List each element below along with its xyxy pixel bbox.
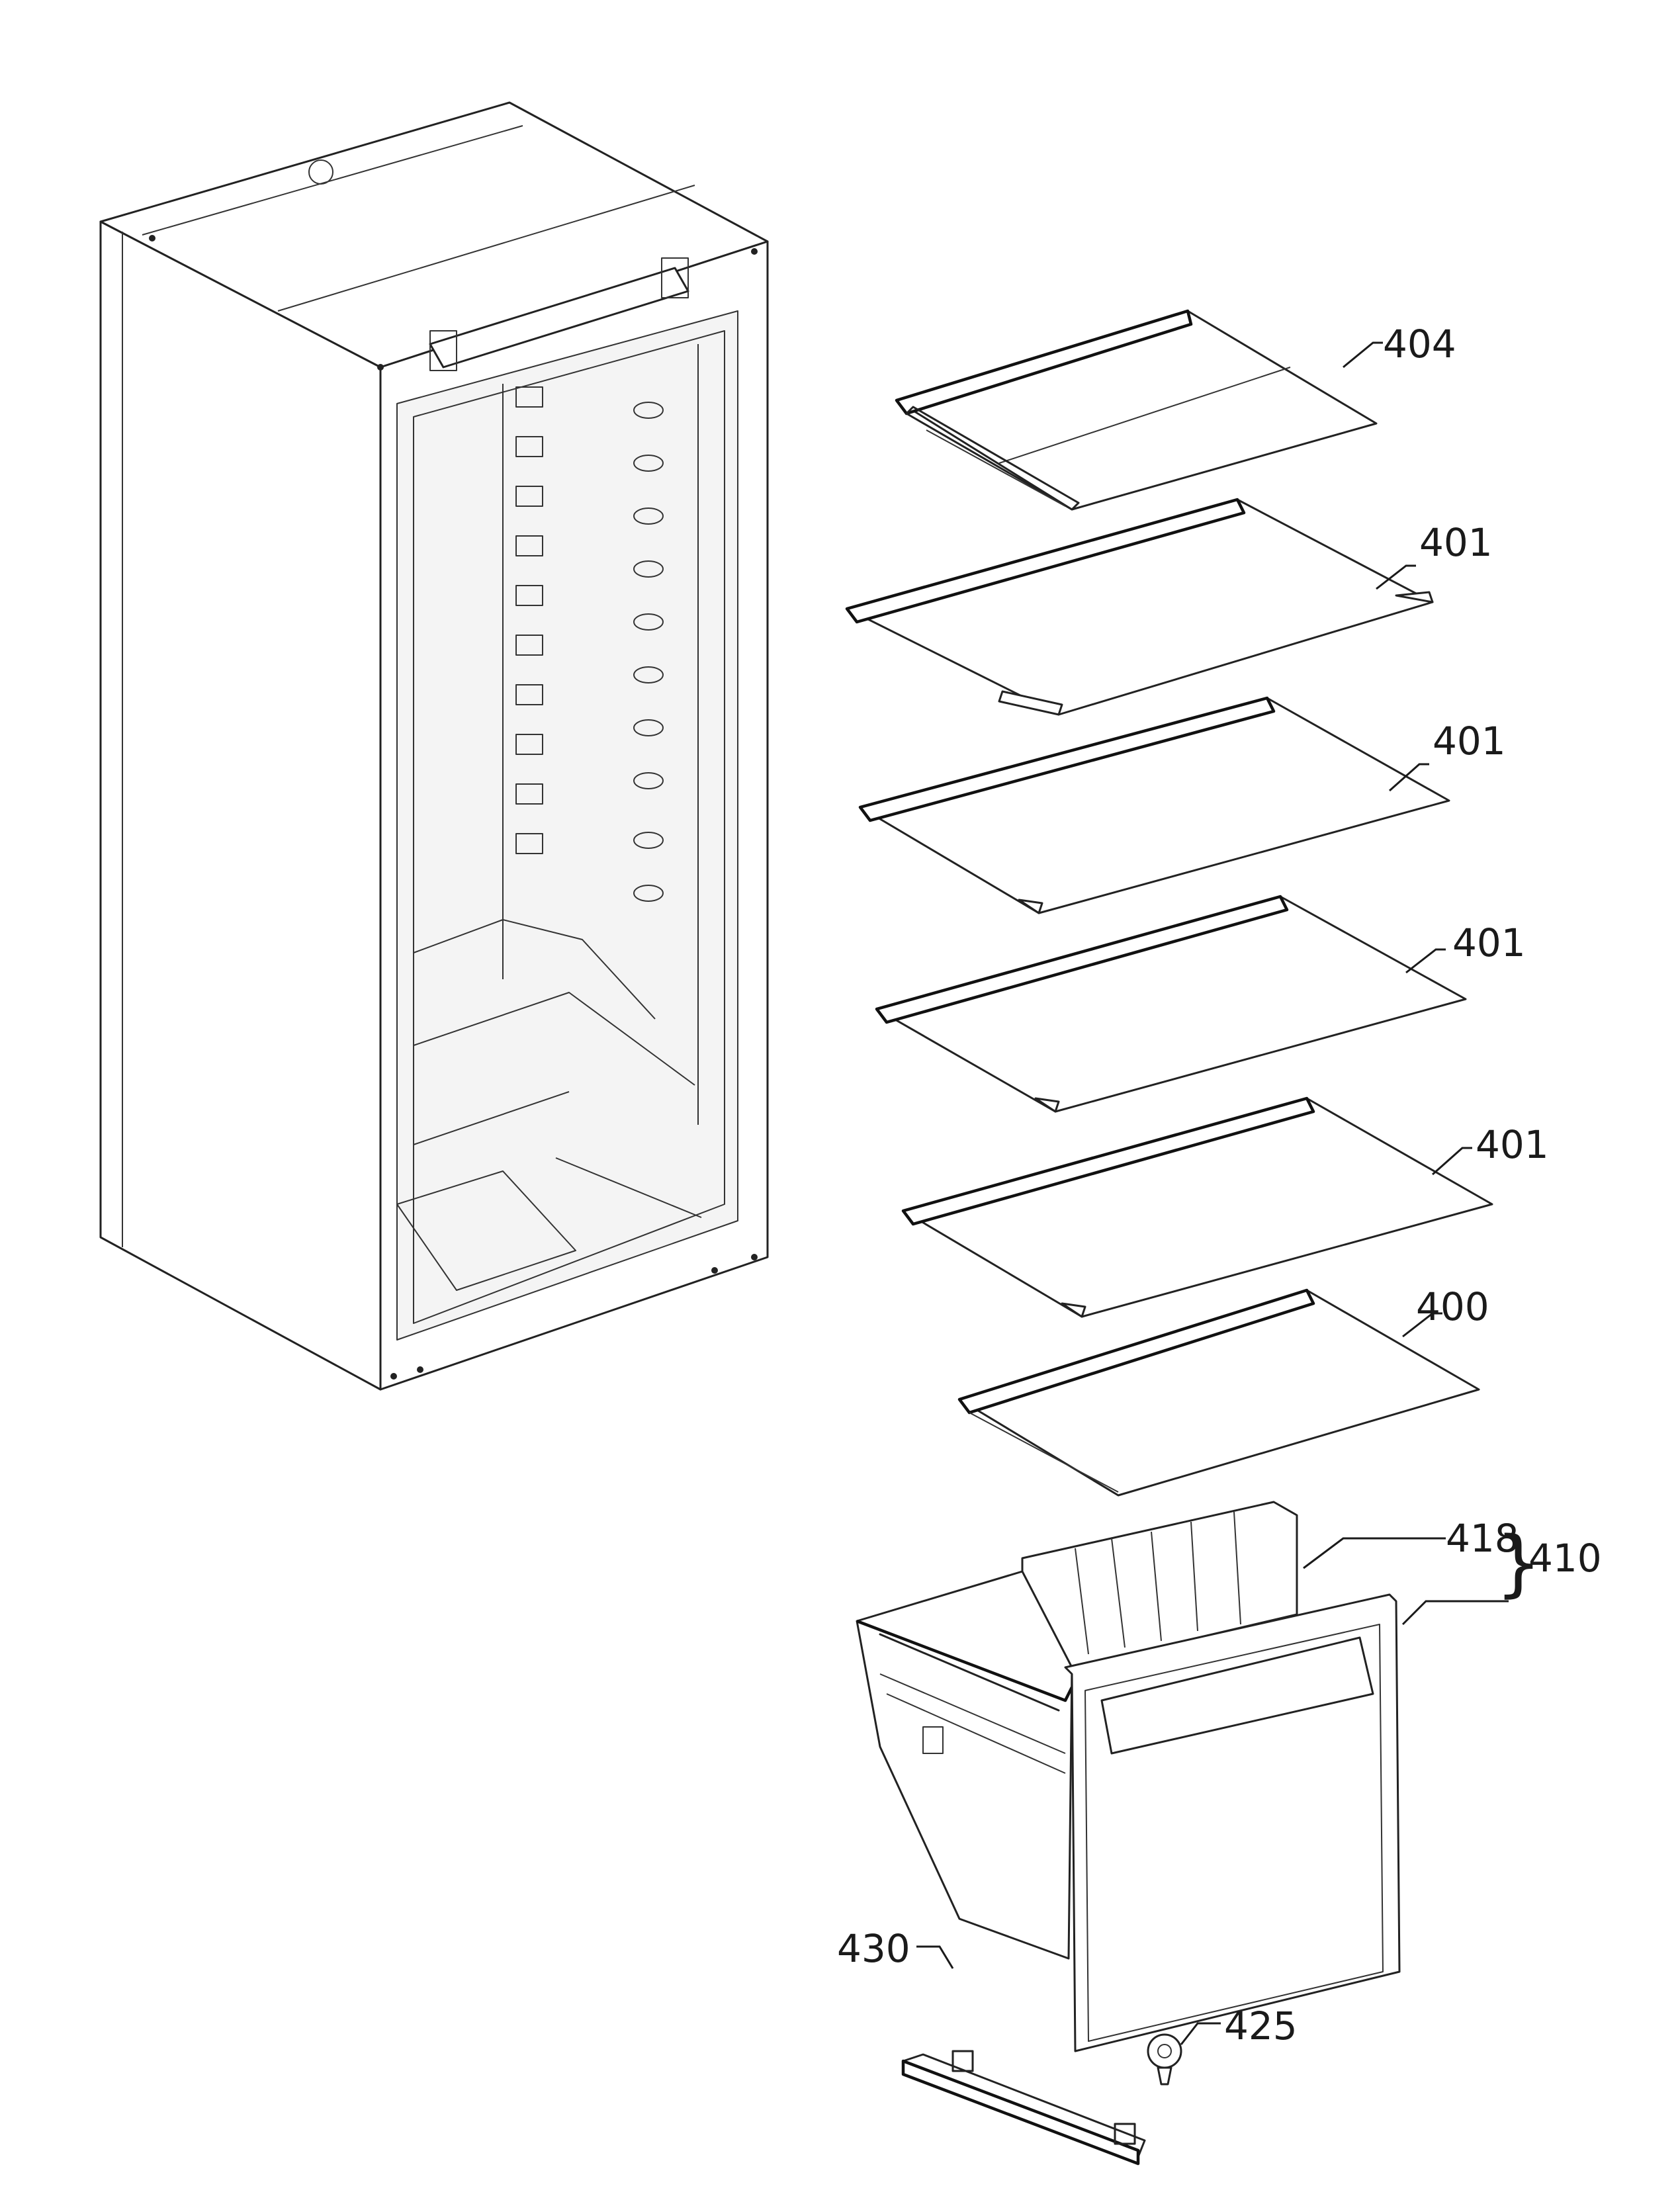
leader-lines <box>916 341 1509 2045</box>
shelf-supports-left <box>515 386 543 854</box>
label-crisper-divider: 418 <box>1446 1516 1519 1561</box>
label-shelf-3: 401 <box>1452 920 1526 965</box>
crisper-drawer <box>856 1570 1401 2052</box>
label-shelf-1: 401 <box>1419 520 1493 565</box>
label-brace: } <box>1495 1520 1542 1605</box>
shelf-bottom <box>957 1288 1480 1497</box>
label-shelf-4: 401 <box>1476 1122 1549 1167</box>
rail-roller <box>1147 2033 1182 2086</box>
shelf-supports-right <box>633 402 664 902</box>
cabinet <box>99 101 769 1391</box>
label-crisper-rail: 430 <box>837 1926 910 1971</box>
shelf-4 <box>901 1096 1493 1318</box>
callout-labels: 404 401 401 401 401 400 418 } 410 430 42… <box>837 322 1602 2048</box>
label-rail-roller: 425 <box>1224 2003 1298 2048</box>
label-shelf-bottom: 400 <box>1416 1284 1489 1329</box>
shelf-1 <box>845 498 1434 716</box>
label-shelf-top: 404 <box>1383 322 1456 367</box>
shelf-top <box>895 309 1378 511</box>
shelf-2 <box>858 696 1450 914</box>
crisper-rail <box>901 2050 1146 2166</box>
shelf-3 <box>875 895 1467 1113</box>
label-crisper-drawer: 410 <box>1528 1536 1602 1581</box>
label-shelf-2: 401 <box>1433 719 1506 764</box>
